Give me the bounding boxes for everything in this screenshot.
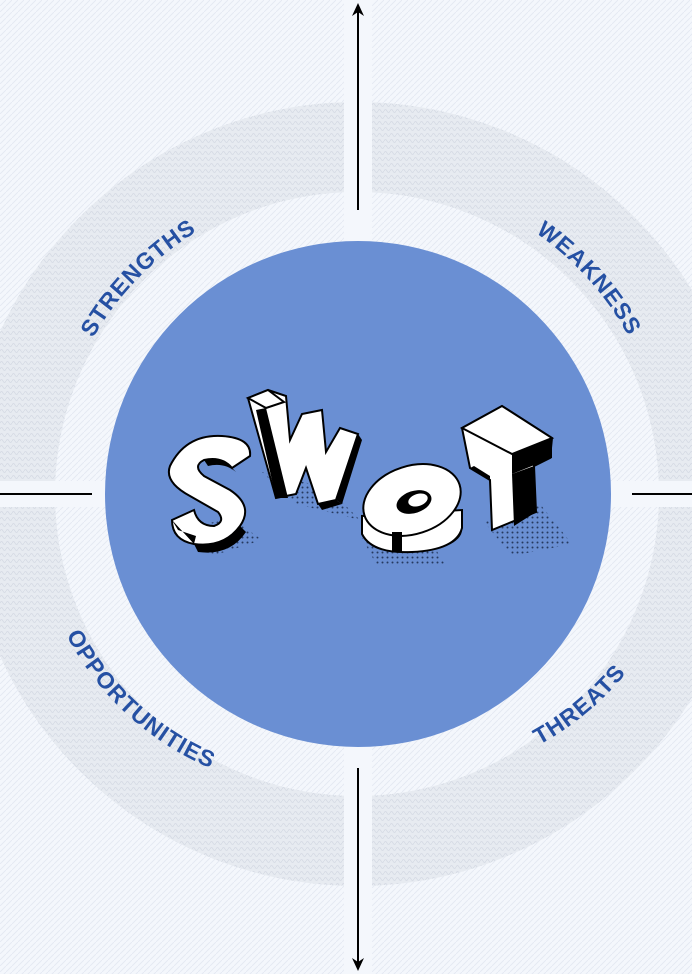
letter-t [459,404,555,532]
letter-o [361,463,463,554]
center-circle [105,241,611,747]
axes [0,3,692,971]
arrow-up-icon [352,3,364,16]
letter-s [168,434,252,553]
swot-lettering [168,388,572,566]
arrow-down-icon [352,958,364,971]
letter-w [245,388,362,510]
